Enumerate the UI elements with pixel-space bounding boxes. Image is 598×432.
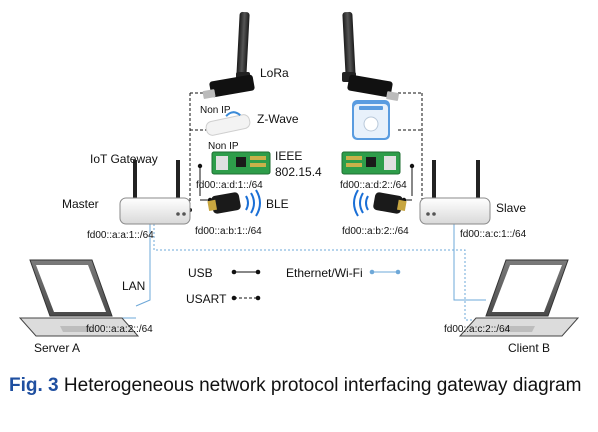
laptop-server <box>18 259 140 337</box>
non-ip-label-1: Non IP <box>200 105 231 116</box>
figure-caption: Fig. 3 Heterogeneous network protocol in… <box>9 372 594 399</box>
gateway-diagram: LoRa Non IP Z-Wave Non IP IEEE 802.15.4 … <box>18 11 580 355</box>
addr-server-eth: fd00::a:a:2::/64 <box>86 324 153 335</box>
addr-master-eth: fd00::a:a:1::/64 <box>87 230 154 241</box>
caption-label: Fig. 3 <box>9 375 59 396</box>
lan-label: LAN <box>122 279 145 293</box>
legend-usb-line <box>231 269 261 275</box>
legend-usart-label: USART <box>186 292 227 306</box>
legend-ethernet-line <box>369 269 401 275</box>
lora-antenna <box>202 11 255 99</box>
slave-label: Slave <box>496 201 526 215</box>
caption-text: Heterogeneous network protocol interfaci… <box>58 375 582 396</box>
legend-usb-label: USB <box>188 266 213 280</box>
router-slave <box>419 160 491 225</box>
zwave-stick <box>205 111 251 136</box>
ble-label: BLE <box>266 197 289 211</box>
server-label: Server A <box>34 341 80 355</box>
lora-antenna-slave <box>342 11 400 101</box>
ble-signal-icon-master <box>245 189 261 217</box>
ieee-label-line1: IEEE <box>275 149 302 163</box>
legend-usart-line <box>231 295 261 301</box>
ieee-label-line2: 802.15.4 <box>275 165 322 179</box>
master-label: Master <box>62 197 99 211</box>
client-label: Client B <box>508 341 550 355</box>
ble-signal-icon-slave <box>353 189 369 217</box>
addr-slave-ble: fd00::a:b:2::/64 <box>342 226 409 237</box>
ble-dongle-slave <box>373 192 407 214</box>
zwave-multisensor <box>352 100 390 140</box>
legend-ethernet-label: Ethernet/Wi-Fi <box>286 266 363 280</box>
addr-slave-eth: fd00::a:c:1::/64 <box>460 229 527 240</box>
addr-client-eth: fd00::a:c:2::/64 <box>444 324 511 335</box>
lora-label: LoRa <box>260 66 289 80</box>
ieee-board-slave <box>341 151 401 175</box>
ieee-board-master <box>211 151 271 175</box>
laptop-client <box>458 259 580 337</box>
addr-master-ble: fd00::a:b:1::/64 <box>195 226 262 237</box>
addr-slave-ieee: fd00::a:d:2::/64 <box>340 180 407 191</box>
non-ip-label-2: Non IP <box>208 141 239 152</box>
gateway-title: IoT Gateway <box>90 152 158 166</box>
zwave-label: Z-Wave <box>257 112 299 126</box>
router-master <box>119 160 191 225</box>
addr-master-ieee: fd00::a:d:1::/64 <box>196 180 263 191</box>
ble-dongle-master <box>207 192 241 214</box>
